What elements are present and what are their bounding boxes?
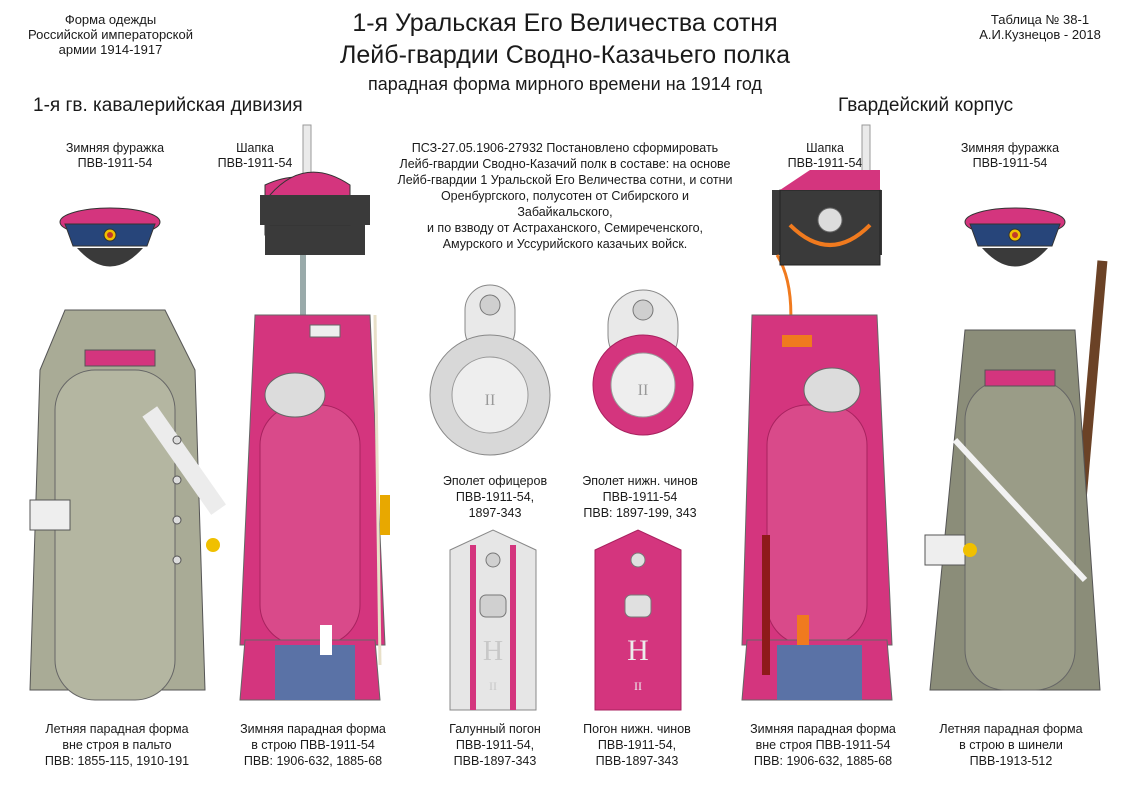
- series-line1: Форма одежды: [64, 12, 157, 27]
- division-left: 1-я гв. кавалерийская дивизия: [33, 95, 303, 116]
- caption-line: в строю ПВВ-1911-54: [251, 738, 375, 752]
- note-line: Лейб-гвардии Сводно-Казачий полк в соста…: [399, 157, 731, 171]
- caption-line: ПВВ: 1906-632, 1885-68: [243, 754, 383, 768]
- figure-summer-coat-illustration: [29, 309, 226, 701]
- caption-line: ПВВ-1897-343: [453, 754, 537, 768]
- label-line: Зимняя фуражка: [65, 141, 165, 155]
- caption-line: Летняя парадная форма: [45, 722, 189, 736]
- fur-hat-left-illustration: [260, 171, 370, 226]
- label-line: Зимняя фуражка: [960, 141, 1060, 155]
- caption-line: ПВВ-1911-54,: [597, 738, 677, 752]
- svg-text:II: II: [634, 679, 642, 693]
- caption-line: Галунный погон: [449, 722, 541, 736]
- svg-text:II: II: [489, 679, 497, 693]
- peaked-cap-right-illustration: [964, 207, 1066, 267]
- lower-rank-epaulette-label: Эполет нижн. чинов ПВВ-1911-54 ПВВ: 1897…: [545, 473, 735, 521]
- caption-line: ПВВ-1897-343: [595, 754, 679, 768]
- label-line: Эполет нижн. чинов: [582, 474, 698, 488]
- officer-epaulette-label: Эполет офицеров ПВВ-1911-54, 1897-343: [400, 473, 590, 521]
- hat-right-label: Шапка ПВВ-1911-54: [770, 141, 880, 171]
- caption-line: вне строя ПВВ-1911-54: [755, 738, 891, 752]
- lower-rank-shoulder-board-illustration: Н II: [594, 529, 682, 711]
- caption-line: в строю в шинели: [959, 738, 1063, 752]
- officer-epaulette-illustration: II: [429, 284, 551, 456]
- fur-hat-right-illustration: [779, 170, 881, 266]
- page-title-line2: Лейб-гвардии Сводно-Казачьего полка: [339, 41, 790, 69]
- figure-winter-formation-caption: Зимняя парадная форма в строю ПВВ-1911-5…: [218, 721, 408, 769]
- caption-line: Зимняя парадная форма: [750, 722, 896, 736]
- lower-rank-shoulder-board-caption: Погон нижн. чинов ПВВ-1911-54, ПВВ-1897-…: [542, 721, 732, 769]
- svg-text:Н: Н: [483, 636, 503, 667]
- author: А.И.Кузнецов - 2018: [979, 27, 1101, 42]
- hat-left-label: Шапка ПВВ-1911-54: [200, 141, 310, 171]
- note-line: Оренбургского, полусотен от Сибирского и…: [440, 189, 690, 219]
- label-line: ПВВ-1911-54,: [455, 490, 535, 504]
- division-right: Гвардейский корпус: [838, 95, 1014, 116]
- svg-text:II: II: [485, 392, 496, 409]
- series-line2: Российской императорской: [27, 27, 194, 42]
- caption-line: ПВВ-1913-512: [969, 754, 1053, 768]
- caption-line: ПВВ: 1906-632, 1885-68: [753, 754, 893, 768]
- table-number: Таблица № 38-1: [990, 12, 1090, 27]
- series-label: Форма одежды Российской императорской ар…: [18, 12, 203, 57]
- label-line: ПВВ-1911-54: [217, 156, 293, 170]
- figure-winter-outside-formation-caption: Зимняя парадная форма вне строя ПВВ-1911…: [728, 721, 918, 769]
- label-line: Эполет офицеров: [442, 474, 548, 488]
- svg-text:Н: Н: [627, 634, 649, 667]
- label-line: Шапка: [236, 141, 274, 155]
- label-line: ПВВ: 1897-199, 343: [583, 506, 697, 520]
- figure-summer-coat-caption: Летняя парадная форма вне строя в пальто…: [22, 721, 212, 769]
- peaked-cap-left-illustration: [59, 207, 161, 267]
- caption-line: ПВВ: 1855-115, 1910-191: [44, 754, 190, 768]
- caption-line: ПВВ-1911-54,: [455, 738, 535, 752]
- cap-right-label: Зимняя фуражка ПВВ-1911-54: [945, 141, 1075, 171]
- label-line: ПВВ-1911-54: [77, 156, 153, 170]
- lower-rank-epaulette-illustration: II: [592, 289, 694, 436]
- note-line: Амурского и Уссурийского казачьих войск.: [442, 237, 688, 251]
- caption-line: Летняя парадная форма: [939, 722, 1083, 736]
- label-line: 1897-343: [468, 506, 522, 520]
- label-line: ПВВ-1911-54: [787, 156, 863, 170]
- table-number-block: Таблица № 38-1 А.И.Кузнецов - 2018: [960, 12, 1120, 42]
- page-subtitle: парадная форма мирного времени на 1914 г…: [367, 74, 763, 94]
- label-line: ПВВ-1911-54: [972, 156, 1048, 170]
- galloon-shoulder-board-caption: Галунный погон ПВВ-1911-54, ПВВ-1897-343: [400, 721, 590, 769]
- figure-summer-greatcoat-caption: Летняя парадная форма в строю в шинели П…: [916, 721, 1106, 769]
- page-title-line1: 1-я Уральская Его Величества сотня: [352, 9, 778, 37]
- note-line: и по взводу от Астраханского, Семиреченс…: [426, 221, 704, 235]
- series-line3: армии 1914-1917: [58, 42, 163, 57]
- svg-text:II: II: [638, 382, 649, 399]
- caption-line: вне строя в пальто: [62, 738, 172, 752]
- note-line: ПСЗ-27.05.1906-27932 Постановлено сформи…: [411, 141, 719, 155]
- caption-line: Погон нижн. чинов: [583, 722, 691, 736]
- cap-left-label: Зимняя фуражка ПВВ-1911-54: [50, 141, 180, 171]
- label-line: ПВВ-1911-54: [602, 490, 678, 504]
- galloon-shoulder-board-illustration: Н II: [449, 529, 537, 711]
- historical-note: ПСЗ-27.05.1906-27932 Постановлено сформи…: [395, 140, 735, 252]
- note-line: Лейб-гвардии 1 Уральской Его Величества …: [397, 173, 733, 187]
- figure-summer-greatcoat-illustration: [924, 260, 1108, 691]
- label-line: Шапка: [806, 141, 844, 155]
- caption-line: Зимняя парадная форма: [240, 722, 386, 736]
